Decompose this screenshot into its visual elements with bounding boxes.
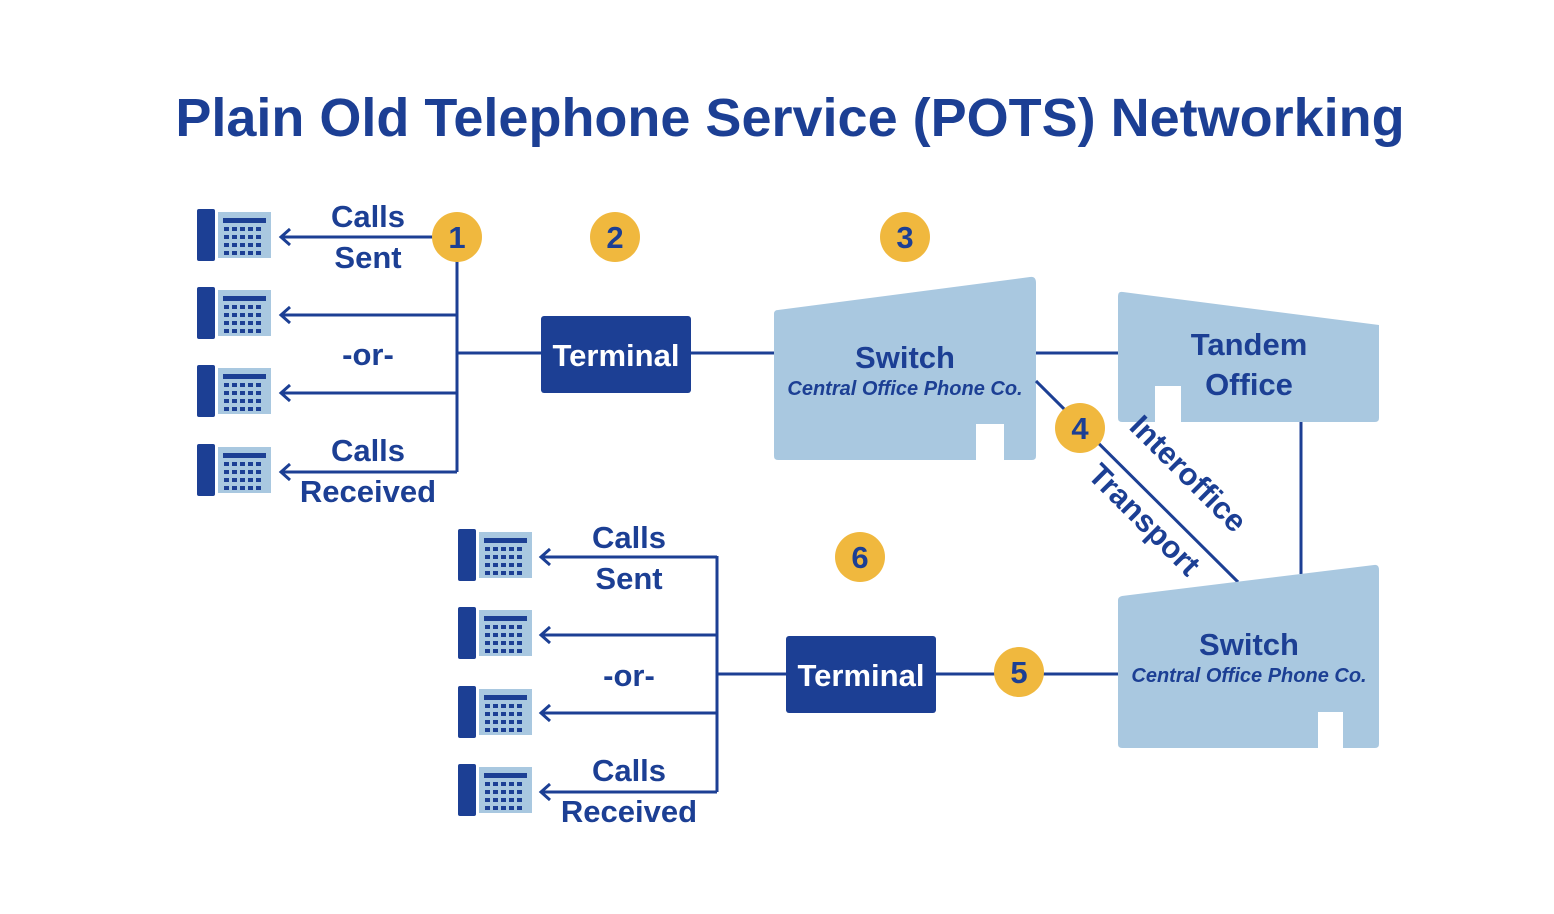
top-calls-received-label: Calls: [331, 433, 405, 468]
top-arrowhead-1: [278, 227, 291, 247]
bottom-calls-sent-label: Calls: [592, 520, 666, 555]
svg-text:3: 3: [896, 220, 913, 255]
bottom-arrowhead-1: [538, 547, 551, 567]
svg-text:1: 1: [448, 220, 465, 255]
svg-text:2: 2: [606, 220, 623, 255]
tandem-office-label: Office: [1205, 367, 1293, 402]
step-badge-6: 6: [835, 532, 885, 582]
bottom-or-label: -or-: [603, 658, 655, 693]
bottom-switch-building: [1118, 564, 1379, 748]
top-or-label: -or-: [342, 337, 394, 372]
top-switch-title: Switch: [855, 340, 955, 375]
bottom-terminal-box: [786, 636, 936, 713]
desk-phone-icon: [458, 686, 532, 738]
bottom-calls-sent-label: Sent: [595, 561, 662, 596]
svg-text:5: 5: [1010, 655, 1027, 690]
desk-phone-icon: [197, 209, 271, 261]
top-calls-sent-label: Calls: [331, 199, 405, 234]
step-badge-5: 5: [994, 647, 1044, 697]
svg-text:6: 6: [851, 540, 868, 575]
desk-phone-icon: [458, 764, 532, 816]
top-arrowhead-2: [278, 305, 291, 325]
top-terminal-box: [541, 316, 691, 393]
page-title: Plain Old Telephone Service (POTS) Netwo…: [175, 88, 1404, 148]
top-arrowhead-4: [278, 462, 291, 482]
desk-phone-icon: [458, 529, 532, 581]
tandem-office-building: [1118, 291, 1379, 422]
step-badge-1: 1: [432, 212, 482, 262]
top-switch-building: [774, 276, 1036, 460]
bottom-calls-received-label: Received: [561, 794, 697, 829]
svg-text:4: 4: [1071, 411, 1089, 446]
bottom-calls-received-label: Calls: [592, 753, 666, 788]
top-calls-received-label: Received: [300, 474, 436, 509]
desk-phone-icon: [458, 607, 532, 659]
tandem-office-label: Tandem: [1191, 327, 1308, 362]
top-switch-subtitle: Central Office Phone Co.: [787, 378, 1022, 400]
desk-phone-icon: [197, 444, 271, 496]
top-arrowhead-3: [278, 383, 291, 403]
bottom-switch-title: Switch: [1199, 627, 1299, 662]
bottom-arrowhead-2: [538, 625, 551, 645]
step-badge-2: 2: [590, 212, 640, 262]
desk-phone-icon: [197, 365, 271, 417]
bottom-terminal-label: Terminal: [798, 658, 925, 693]
top-terminal-label: Terminal: [553, 338, 680, 373]
desk-phone-icon: [197, 287, 271, 339]
top-calls-sent-label: Sent: [334, 240, 401, 275]
bottom-switch-subtitle: Central Office Phone Co.: [1131, 665, 1366, 687]
bottom-arrowhead-3: [538, 703, 551, 723]
bottom-arrowhead-4: [538, 782, 551, 802]
step-badge-3: 3: [880, 212, 930, 262]
step-badge-4: 4: [1055, 403, 1105, 453]
